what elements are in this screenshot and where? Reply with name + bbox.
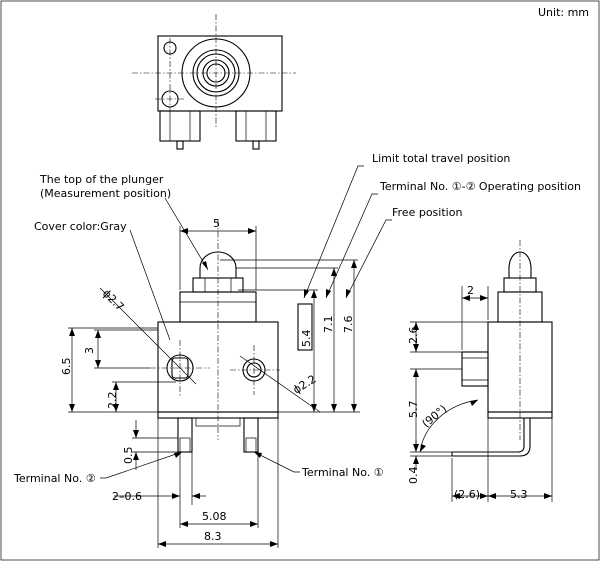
dim-2-6-paren: (2.6)	[454, 488, 480, 501]
callout-free: Free position	[392, 206, 462, 219]
callout-limit-travel: Limit total travel position	[372, 152, 510, 165]
dim-0-5: 0.5	[122, 447, 135, 465]
unit-label: Unit: mm	[538, 6, 589, 19]
terminal-block-left	[159, 110, 201, 142]
terminal-block-right	[235, 110, 277, 142]
dim-6-5: 6.5	[60, 358, 73, 376]
dim-2-0-6: 2–0.6	[112, 490, 142, 503]
bent-terminal	[452, 418, 525, 453]
side-view	[451, 240, 553, 457]
top-view	[132, 14, 296, 150]
callout-operating: Terminal No. ①-② Operating position	[379, 180, 581, 193]
callout-cover: Cover color:Gray	[34, 220, 127, 233]
dim-5-7: 5.7	[407, 401, 420, 419]
side-stub	[461, 351, 489, 387]
dim-d2-7: ϕ2.7	[100, 287, 127, 314]
dim-5-08: 5.08	[202, 510, 227, 523]
dim-8-3: 8.3	[204, 530, 222, 543]
dim-5-3: 5.3	[510, 488, 528, 501]
front-view	[150, 220, 280, 453]
dim-3: 3	[83, 347, 96, 354]
callout-plunger-top: The top of the plunger	[39, 173, 164, 186]
dim-0-4: 0.4	[407, 467, 420, 485]
dim-2-2-vertical: 2.2	[106, 392, 119, 410]
callout-measurement: (Measurement position)	[40, 187, 171, 200]
dim-box-5-4	[297, 303, 313, 351]
callout-terminal-2: Terminal No. ②	[13, 472, 96, 485]
dim-7-1: 7.1	[322, 316, 335, 334]
dim-d2-2: ϕ2.2	[291, 372, 319, 396]
dim-5: 5	[213, 217, 220, 230]
dim-2: 2	[467, 284, 474, 297]
dim-90-deg: (90°)	[420, 402, 450, 430]
dim-5-4: 5.4	[300, 330, 313, 348]
plunger-tip	[199, 251, 237, 279]
callout-terminal-1: Terminal No. ①	[301, 466, 384, 479]
dim-7-6: 7.6	[342, 316, 355, 334]
side-dimensions: 2 2.6 5.7 0.4 (90°) (2.6)	[407, 284, 553, 502]
dim-2-6: 2.6	[407, 327, 420, 345]
